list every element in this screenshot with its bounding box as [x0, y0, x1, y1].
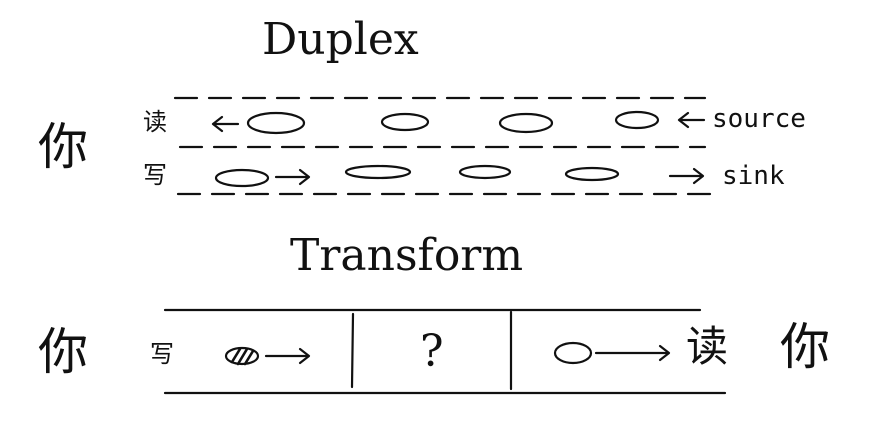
transform-unknown-label: ? — [420, 326, 444, 377]
read-chunk-2 — [380, 112, 430, 132]
duplex-read-label: 读 — [143, 108, 167, 136]
transform-you-right-label: 你 — [780, 318, 830, 376]
transform-you-left-label: 你 — [38, 323, 88, 381]
duplex-you-label: 你 — [38, 118, 88, 176]
transform-read-label: 读 — [686, 322, 729, 371]
transform-write-arrow — [264, 347, 311, 365]
read-chunk-3 — [498, 112, 554, 134]
transform-write-label: 写 — [150, 340, 174, 368]
read-arrow-left — [211, 115, 240, 133]
duplex-title: Duplex — [262, 14, 419, 65]
transform-title: Transform — [290, 230, 524, 281]
sink-arrow-right — [668, 167, 705, 185]
source-label: source — [712, 104, 806, 134]
write-chunk-3 — [458, 164, 512, 180]
sink-label: sink — [722, 161, 785, 191]
write-chunk-2 — [344, 164, 412, 180]
write-arrow-right — [274, 168, 311, 186]
transform-divider-left — [350, 312, 355, 389]
transform-input-chunk — [224, 346, 260, 366]
write-chunk-1 — [214, 168, 270, 188]
duplex-write-label: 写 — [143, 161, 167, 189]
read-chunk-1 — [246, 111, 306, 135]
transform-output-chunk — [553, 341, 593, 365]
source-arrow-left — [677, 111, 706, 129]
read-chunk-4 — [614, 110, 660, 130]
write-chunk-4 — [564, 166, 620, 182]
transform-read-arrow — [594, 344, 671, 362]
